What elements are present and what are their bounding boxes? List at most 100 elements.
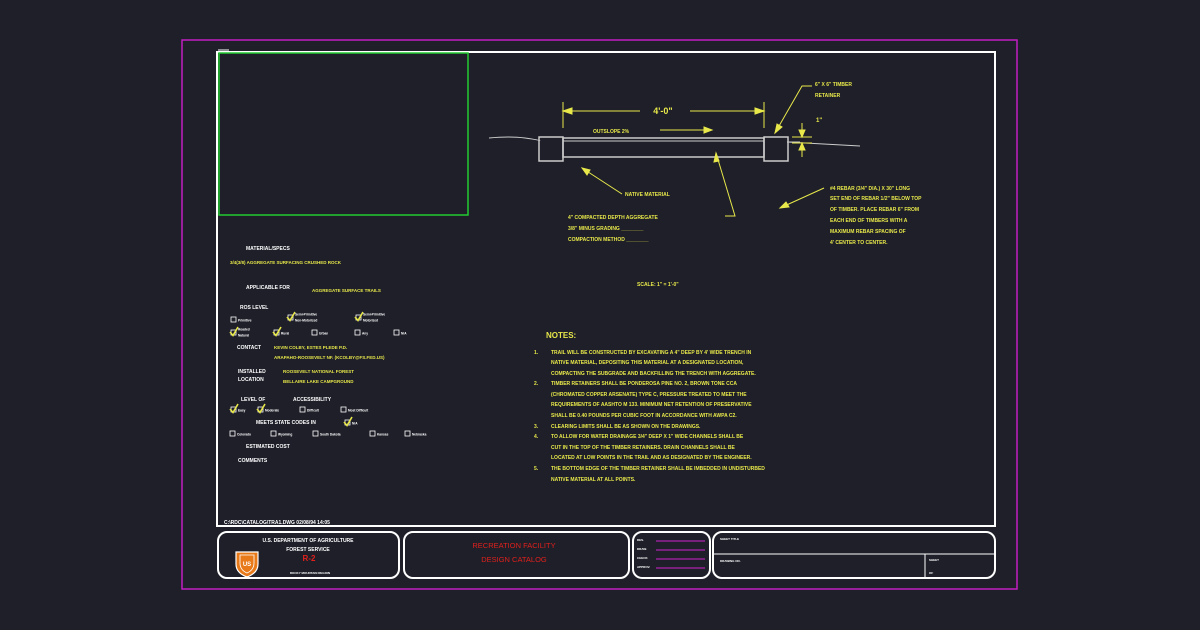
sheet-no-label: SHEET (929, 558, 939, 562)
contact-value-1: KEVIN COLBY, ESTES PLEDE P.D. (274, 345, 347, 350)
file-path: C:\RDC\CATALOG\TRA1.DWG 02/08/94 14:05 (224, 520, 330, 526)
note-line: CUT IN THE TOP OF THE TIMBER RETAINERS. … (551, 445, 735, 451)
region: R-2 (303, 554, 316, 563)
checkbox[interactable]: Nebraska (404, 430, 427, 437)
checkbox-label: Roaded (238, 328, 250, 332)
scale-label: SCALE: 1" = 1'-0" (637, 282, 679, 288)
dimension-lines (561, 85, 825, 217)
svg-text:5.: 5. (534, 466, 539, 472)
note-line: THE BOTTOM EDGE OF THE TIMBER RETAINER S… (551, 466, 765, 472)
svg-text:US: US (243, 562, 251, 568)
specs-form: MATERIAL/SPECS 3/4(3/8) AGGREGATE SURFAC… (229, 246, 427, 464)
checkbox-label: Natural (238, 334, 249, 338)
title-box (403, 531, 630, 579)
rebar-note-3: OF TIMBER. PLACE REBAR 6" FROM (830, 207, 919, 213)
checkbox-label: Difficult (307, 409, 320, 413)
checkbox-label: Rural (281, 332, 289, 336)
checkbox-label: Semi-Primitive (363, 313, 385, 317)
notes-heading: NOTES: (546, 331, 576, 340)
checkbox-label: Colorado (237, 433, 251, 437)
title-block: US U.S. DEPARTMENT OF AGRICULTURE FOREST… (217, 531, 996, 579)
checkbox[interactable]: Urban (311, 329, 328, 336)
note-line: COMPACTING THE SUBGRADE AND BACKFILLING … (551, 371, 756, 377)
svg-text:4.: 4. (534, 434, 539, 440)
sheet-title-label: SHEET TITLE (720, 537, 739, 541)
note-line: (CHROMATED COPPER ARSENATE) TYPE C, PRES… (551, 392, 747, 398)
checkbox[interactable]: Most Difficult (340, 406, 369, 413)
rebar-note-5: MAXIMUM REBAR SPACING OF (830, 229, 906, 235)
checkbox-label: Non-Motorized (295, 319, 317, 323)
checkbox[interactable]: Primitive (230, 316, 252, 323)
drawing-no-label: DRAWING NO. (720, 559, 741, 563)
agency-line-2: FOREST SERVICE (286, 547, 330, 553)
sheet-no-value: OF (929, 571, 933, 575)
checkbox-label: Semi-Primitive (295, 313, 317, 317)
rebar-note-4: EACH END OF TIMBERS WITH A (830, 218, 908, 224)
timber-callout-2: RETAINER (815, 93, 841, 99)
checkbox[interactable]: Easy (229, 403, 246, 414)
checkbox[interactable]: Moderate (256, 403, 279, 414)
check-mark-icon (256, 403, 266, 414)
checkbox-label: Primitive (238, 319, 252, 323)
material-value: 3/4(3/8) AGGREGATE SURFACING CRUSHED ROC… (230, 260, 342, 265)
drawing-annotations: 4'-0" OUTSLOPE 2% 6" X 6" TIMBER RETAINE… (568, 82, 922, 288)
agency-line-1: U.S. DEPARTMENT OF AGRICULTURE (262, 538, 354, 544)
rebar-note-2: SET END OF REBAR 1/2" BELOW TOP (830, 196, 922, 202)
checkbox-label: South Dakota (320, 433, 341, 437)
timber-retainer-left (538, 136, 564, 162)
svg-text:2.: 2. (534, 381, 539, 387)
installed-value-1: ROOSEVELT NATIONAL FOREST (283, 369, 354, 374)
rebar-note-1: #4 REBAR (3/4" DIA.) X 30" LONG (830, 186, 910, 192)
applicable-label: APPLICABLE FOR (246, 285, 290, 291)
check-mark-icon (286, 311, 296, 322)
checkbox[interactable]: N/A (343, 416, 358, 427)
material-label: MATERIAL/SPECS (246, 246, 290, 252)
aggregate-note-2: 3/8" MINUS GRADING ________ (568, 226, 644, 232)
check-mark-icon (354, 311, 364, 322)
rev-label-draw: DRAW. (637, 547, 647, 551)
catalog-title-2: DESIGN CATALOG (481, 555, 547, 564)
checkbox-label: Nebraska (412, 433, 427, 437)
trail-section-drawing (488, 136, 861, 162)
note-line: TRAIL WILL BE CONSTRUCTED BY EXCAVATING … (551, 350, 752, 356)
note-line: SHALL BE 0.40 POUNDS PER CUBIC FOOT IN A… (551, 413, 737, 419)
checkbox[interactable]: Wyoming (270, 430, 292, 437)
state-codes-label: MEETS STATE CODES IN (256, 420, 316, 426)
check-mark-icon (343, 416, 353, 427)
catalog-title-1: RECREATION FACILITY (472, 541, 555, 550)
level-label: LEVEL OF (241, 397, 265, 403)
check-mark-icon (229, 403, 239, 414)
drawing-frame (216, 51, 996, 527)
checkbox-label: Easy (238, 409, 246, 413)
outslope-label: OUTSLOPE 2% (593, 129, 630, 135)
ground-line-left (488, 136, 541, 142)
aggregate-note-1: 4" COMPACTED DEPTH AGGREGATE (568, 215, 658, 221)
region-sub: ROCKY MOUNTAIN REGION (290, 571, 330, 575)
checkbox-label: N/A (401, 332, 407, 336)
agency-box (217, 531, 400, 579)
checkbox-label: Motorized (363, 319, 378, 323)
note-line: NATIVE MATERIAL AT ALL POINTS. (551, 477, 636, 483)
note-line: NATIVE MATERIAL, DEPOSITING THIS MATERIA… (551, 360, 744, 366)
note-line: LOCATED AT LOW POINTS IN THE TRAIL AND A… (551, 455, 752, 461)
accessibility-label: ACCESSIBILITY (293, 397, 332, 403)
checkbox[interactable]: Difficult (299, 406, 320, 413)
checkbox-label: Most Difficult (348, 409, 369, 413)
check-mark-icon (272, 326, 282, 337)
note-line: TIMBER RETAINERS SHALL BE PONDEROSA PINE… (551, 381, 737, 387)
forest-service-shield-icon: US (235, 551, 259, 578)
note-line: TO ALLOW FOR WATER DRAINAGE 3/4" DEEP X … (551, 434, 744, 440)
checkbox[interactable]: Rural (272, 326, 289, 337)
checkbox[interactable]: South Dakota (312, 430, 341, 437)
checkbox[interactable]: Any (354, 329, 368, 336)
checkbox[interactable]: Colorado (229, 430, 251, 437)
check-mark-icon (229, 326, 239, 337)
timber-retainer-right (763, 136, 789, 162)
checkbox-label: Wyoming (278, 433, 292, 437)
checkbox[interactable]: Kansas (369, 430, 389, 437)
checkbox[interactable]: N/A (393, 329, 407, 336)
